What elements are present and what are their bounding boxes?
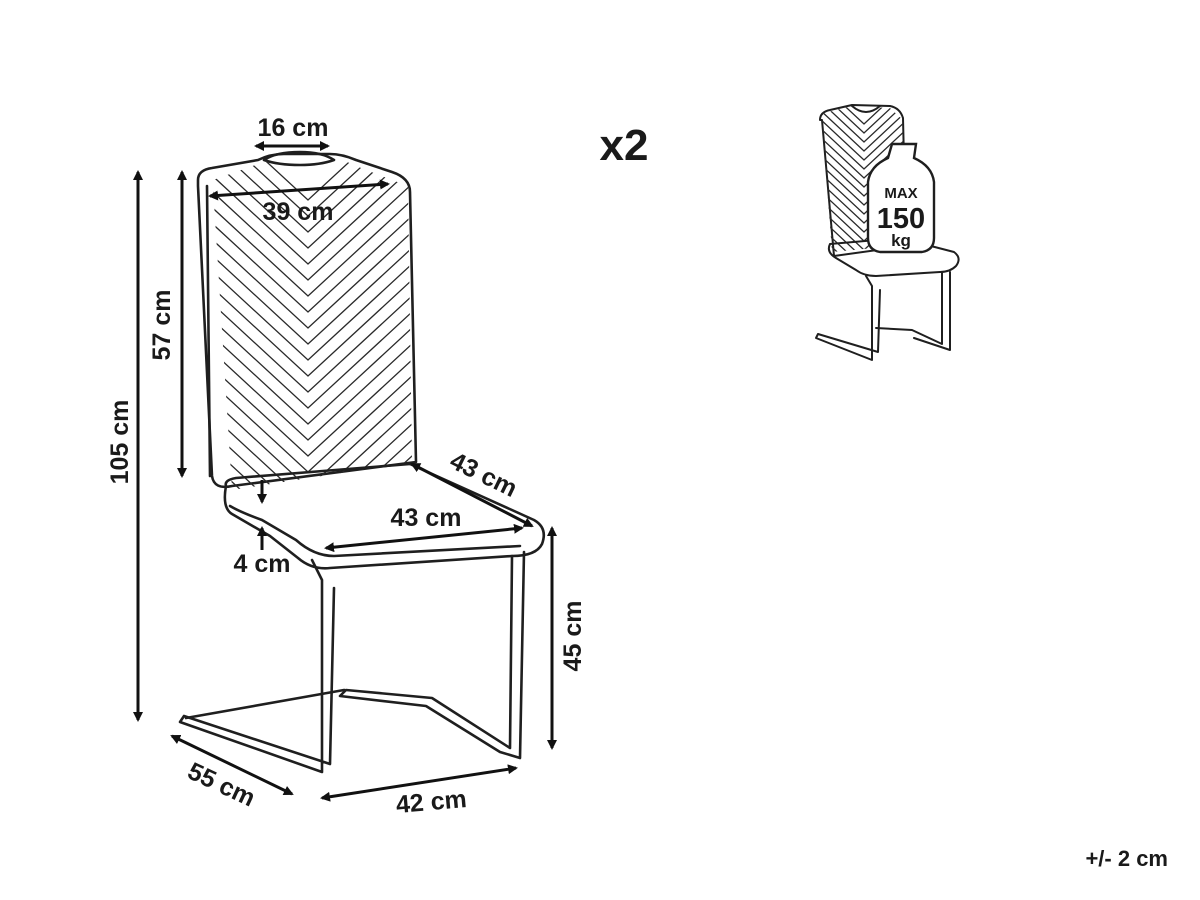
chair-drawing <box>178 150 546 774</box>
quantity-label: x2 <box>600 121 649 170</box>
base-depth-label: 55 cm <box>183 757 259 812</box>
load-capacity-illustration: MAX 150 kg <box>815 104 960 361</box>
stitch-line <box>213 239 412 361</box>
stitch-line <box>213 158 412 233</box>
stitch-line <box>213 207 412 329</box>
stitch-line <box>213 223 412 345</box>
chevron-stitching <box>213 158 412 490</box>
backrest-height-label: 57 cm <box>148 290 176 361</box>
seat-depth-label: 43 cm <box>446 447 522 503</box>
frame-rear <box>178 558 336 774</box>
backrest-width-label: 39 cm <box>263 198 334 226</box>
total-height-label: 105 cm <box>106 400 134 485</box>
stitch-line <box>213 399 412 490</box>
tolerance-label: +/- 2 cm <box>1085 846 1168 871</box>
weight-icon <box>866 142 936 254</box>
load-max-label: MAX <box>884 185 917 202</box>
stitch-line <box>213 175 412 297</box>
stitch-line <box>213 367 412 489</box>
stitch-line <box>213 319 412 441</box>
load-value-label: 150 <box>877 203 925 235</box>
stitch-line <box>213 431 412 490</box>
dimension-labels: 16 cm 39 cm 57 cm 105 cm 43 cm 43 cm 4 c… <box>106 114 587 819</box>
seat-thickness-label: 4 cm <box>234 550 291 578</box>
base-width-label: 42 cm <box>395 785 468 819</box>
seat-height-label: 45 cm <box>559 601 587 672</box>
frame-front <box>338 550 526 760</box>
seat-width-label: 43 cm <box>391 504 462 532</box>
load-unit-label: kg <box>891 231 911 250</box>
stitch-line <box>822 247 905 252</box>
stitch-line <box>822 106 905 134</box>
dimension-arrows <box>133 141 557 802</box>
stitch-line <box>213 158 412 217</box>
stitch-line <box>213 255 412 377</box>
stitch-line <box>213 351 412 473</box>
stitch-line <box>822 106 905 143</box>
handle-slot <box>262 150 336 167</box>
stitch-line <box>822 106 905 125</box>
stitch-line <box>213 191 412 313</box>
handle-width-label: 16 cm <box>258 114 329 142</box>
stitch-line <box>213 303 412 425</box>
seat-outline <box>223 462 546 570</box>
stitch-line <box>213 271 412 393</box>
stitch-line <box>213 335 412 457</box>
stitch-line <box>213 287 412 409</box>
